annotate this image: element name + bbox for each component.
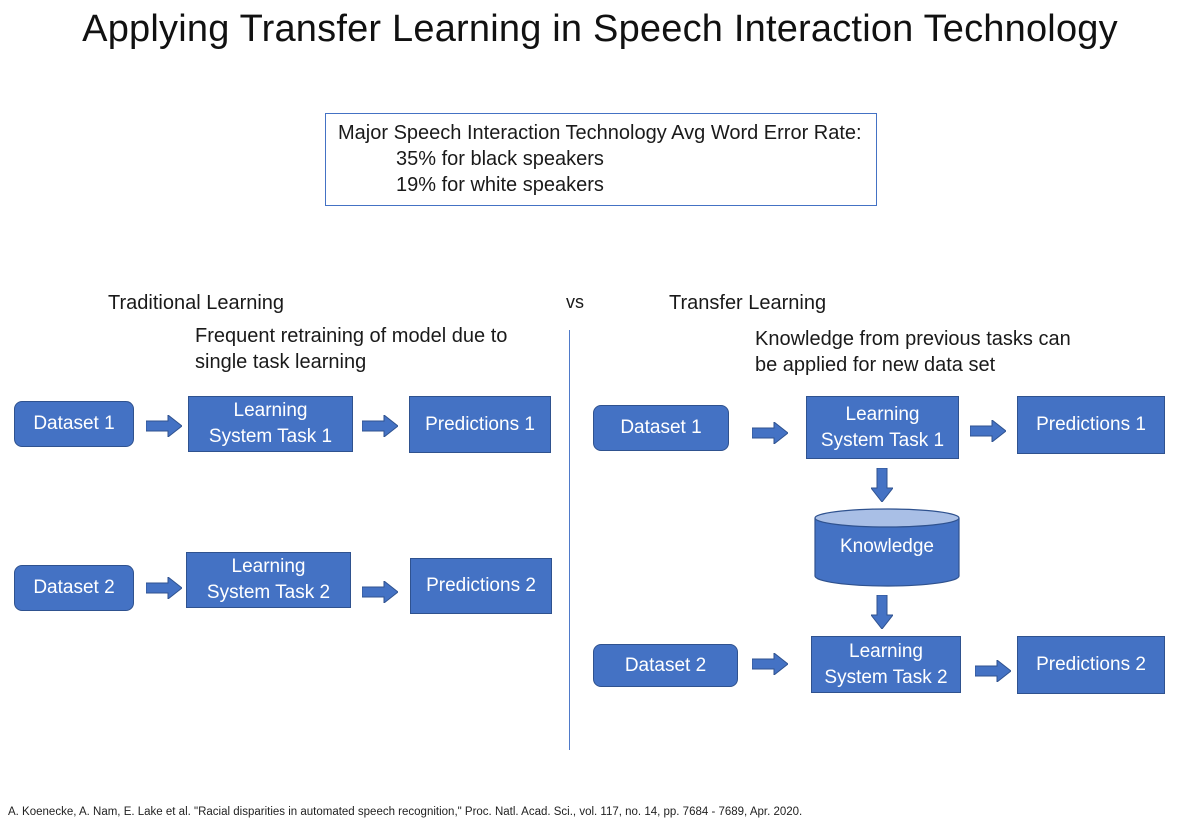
down-arrow-icon [871, 468, 893, 502]
column-divider [569, 330, 570, 750]
transfer-predictions-1-label: Predictions 1 [1036, 414, 1146, 435]
traditional-predictions-1-label: Predictions 1 [425, 413, 535, 435]
right-arrow-icon [752, 422, 788, 444]
right-arrow-icon [970, 420, 1006, 442]
wer-heading: Major Speech Interaction Technology Avg … [338, 122, 862, 144]
traditional-task-2-line2: System Task 2 [206, 582, 331, 603]
traditional-dataset-2-box: Dataset 2 [14, 565, 134, 611]
right-arrow-icon [362, 581, 398, 603]
transfer-dataset-2-box: Dataset 2 [593, 644, 738, 687]
transfer-predictions-2-box: Predictions 2 [1017, 636, 1165, 694]
transfer-note-line1: Knowledge from previous tasks can [755, 328, 1071, 350]
traditional-task-1-line2: System Task 1 [208, 426, 333, 447]
transfer-task-2-line2: System Task 2 [824, 666, 948, 688]
traditional-note: Frequent retraining of model due to sing… [195, 323, 507, 375]
knowledge-label: Knowledge [839, 536, 935, 557]
transfer-task-1-line2: System Task 1 [820, 429, 945, 451]
page-title: Applying Transfer Learning in Speech Int… [82, 8, 1118, 50]
traditional-task-1-line1: Learning [233, 400, 308, 421]
traditional-note-line1: Frequent retraining of model due to [195, 325, 508, 347]
traditional-dataset-1-box: Dataset 1 [14, 401, 134, 447]
traditional-learning-label: Traditional Learning [108, 292, 285, 314]
transfer-learning-label: Transfer Learning [669, 292, 827, 314]
traditional-predictions-2-box: Predictions 2 [410, 558, 552, 614]
transfer-task-1-box: Learning System Task 1 [806, 396, 959, 459]
transfer-task-2-line1: Learning [849, 640, 923, 662]
transfer-task-2-box: Learning System Task 2 [811, 636, 961, 693]
transfer-dataset-1-label: Dataset 1 [620, 417, 702, 438]
transfer-dataset-1-box: Dataset 1 [593, 405, 729, 451]
traditional-task-2-line1: Learning [231, 556, 306, 577]
transfer-note: Knowledge from previous tasks can be app… [755, 326, 1071, 378]
traditional-task-1-box: Learning System Task 1 [188, 396, 353, 452]
right-arrow-icon [146, 577, 182, 599]
right-arrow-icon [146, 415, 182, 437]
traditional-predictions-2-label: Predictions 2 [426, 575, 536, 596]
database-cylinder-icon [814, 508, 960, 587]
down-arrow-icon [871, 595, 893, 629]
citation: A. Koenecke, A. Nam, E. Lake et al. "Rac… [8, 806, 803, 818]
transfer-task-1-line1: Learning [845, 403, 920, 425]
right-arrow-icon [362, 415, 398, 437]
traditional-task-2-box: Learning System Task 2 [186, 552, 351, 608]
transfer-predictions-1-box: Predictions 1 [1017, 396, 1165, 454]
right-arrow-icon [975, 660, 1011, 682]
transfer-predictions-2-label: Predictions 2 [1036, 654, 1146, 675]
traditional-dataset-2-label: Dataset 2 [33, 577, 115, 598]
transfer-note-line2: be applied for new data set [755, 354, 996, 376]
transfer-dataset-2-label: Dataset 2 [624, 654, 707, 676]
wer-white-speakers: 19% for white speakers [396, 174, 604, 196]
traditional-predictions-1-box: Predictions 1 [409, 396, 551, 453]
wer-info-box [325, 113, 877, 206]
right-arrow-icon [752, 653, 788, 675]
traditional-dataset-1-label: Dataset 1 [33, 413, 115, 434]
wer-black-speakers: 35% for black speakers [396, 148, 604, 170]
traditional-note-line2: single task learning [195, 351, 367, 373]
vs-label: vs [566, 292, 584, 312]
